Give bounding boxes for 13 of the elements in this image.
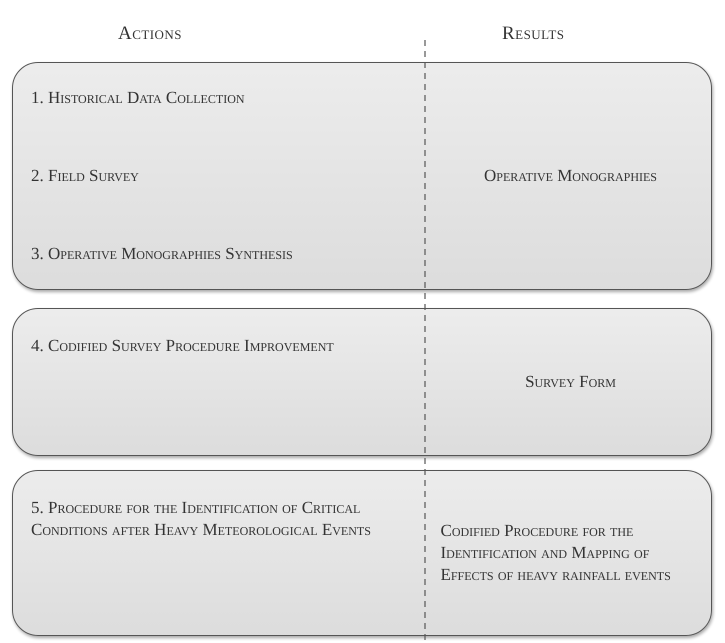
rounded-panel xyxy=(12,62,712,290)
rounded-panel xyxy=(12,308,712,456)
action-text: 4. Codified Survey Procedure Improvement xyxy=(31,335,334,357)
rounded-panel xyxy=(12,470,712,636)
action-text: 1. Historical Data Collection xyxy=(31,87,245,109)
column-heading: Results xyxy=(502,22,564,46)
action-text: 3. Operative Monographies Synthesis xyxy=(31,243,293,265)
result-text: Codified Procedure for the Identification and Mapping of Effects of heavy rainfall events xyxy=(440,520,672,586)
action-text: 2. Field Survey xyxy=(31,165,139,187)
result-text: Operative Monographies xyxy=(484,165,657,187)
column-heading: Actions xyxy=(118,22,182,46)
result-text: Survey Form xyxy=(525,371,616,393)
action-text: 5. Procedure for the Identification of Critical Conditions after Heavy Meteorological Events xyxy=(31,497,372,541)
